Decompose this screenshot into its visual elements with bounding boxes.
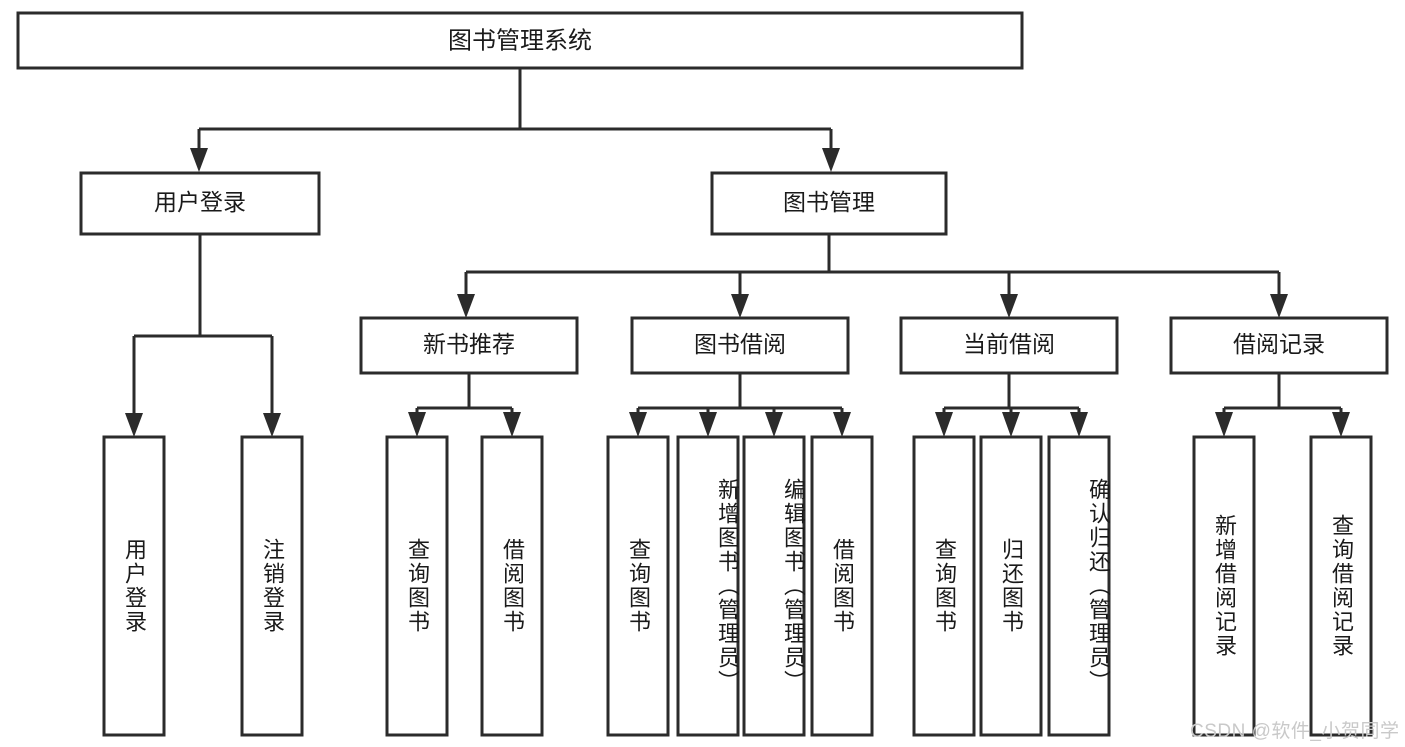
new-book-recommend-label: 新书推荐 [423, 331, 515, 357]
arrow-head-to-new-book [457, 294, 475, 318]
root-box[interactable] [16, 11, 1024, 70]
book-borrow-box[interactable] [630, 316, 850, 375]
book-manage-label: 图书管理 [783, 189, 875, 215]
leaf-box-current-borrow-1[interactable] [912, 435, 976, 737]
node-borrow-record[interactable]: 借阅记录 [1169, 316, 1389, 375]
arrow-head-user-login-leaf-1 [125, 413, 143, 437]
leaf-box-new-book-1[interactable] [385, 435, 449, 737]
user-login-label: 用户登录 [154, 189, 246, 215]
current-borrow-box[interactable] [899, 316, 1119, 375]
node-new-book-recommend[interactable]: 新书推荐 [359, 316, 579, 375]
leaf-box-book-borrow-3[interactable] [742, 435, 806, 737]
arrow-head-new-book-leaf-2 [503, 412, 521, 437]
arrow-head-to-borrow-record [1270, 294, 1288, 318]
csdn-watermark: CSDN @软件_小贺同学 [1190, 721, 1400, 742]
leaf-box-user-login-2[interactable] [240, 435, 304, 737]
arrow-head-book-borrow-leaf-2 [699, 412, 717, 437]
leaf-box-book-borrow-1[interactable] [606, 435, 670, 737]
leaf-box-borrow-record-1[interactable] [1192, 435, 1256, 737]
arrow-head-to-user-login [190, 148, 208, 172]
arrow-head-to-book-borrow [731, 294, 749, 318]
arrow-head-current-borrow-leaf-2 [1002, 412, 1020, 437]
arrow-head-new-book-leaf-1 [408, 412, 426, 437]
book-borrow-label: 图书借阅 [694, 331, 786, 357]
node-root[interactable]: 图书管理系统 [16, 11, 1024, 70]
connector-borrow-record-to-leaves [1215, 373, 1350, 437]
leaf-box-user-login-1[interactable] [102, 435, 166, 737]
root-box-label: 图书管理系统 [448, 27, 592, 54]
leaf-box-current-borrow-3[interactable] [1047, 435, 1111, 737]
leaf-box-book-borrow-2[interactable] [676, 435, 740, 737]
node-current-borrow[interactable]: 当前借阅 [899, 316, 1119, 375]
borrow-record-box[interactable] [1169, 316, 1389, 375]
arrow-head-current-borrow-leaf-1 [935, 412, 953, 437]
connector-book-manage-to-level3 [457, 234, 1288, 318]
leaf-box-new-book-2[interactable] [480, 435, 544, 737]
connector-book-borrow-to-leaves [629, 373, 851, 437]
arrow-head-book-borrow-leaf-1 [629, 412, 647, 437]
arrow-head-borrow-record-leaf-1 [1215, 412, 1233, 437]
node-user-login[interactable]: 用户登录 [79, 171, 321, 236]
arrow-head-to-current-borrow [1000, 294, 1018, 318]
book-manage-box[interactable] [710, 171, 948, 236]
current-borrow-label: 当前借阅 [963, 331, 1055, 357]
new-book-recommend-box[interactable] [359, 316, 579, 375]
connector-root-to-level2 [190, 68, 840, 172]
node-book-manage[interactable]: 图书管理 [710, 171, 948, 236]
arrow-head-current-borrow-leaf-3 [1070, 412, 1088, 437]
arrow-head-book-borrow-leaf-3 [765, 412, 783, 437]
arrow-head-user-login-leaf-2 [263, 413, 281, 437]
node-book-borrow[interactable]: 图书借阅 [630, 316, 850, 375]
leaf-box-borrow-record-2[interactable] [1309, 435, 1373, 737]
leaf-box-book-borrow-4[interactable] [810, 435, 874, 737]
borrow-record-label: 借阅记录 [1233, 331, 1325, 357]
arrow-head-borrow-record-leaf-2 [1332, 412, 1350, 437]
connector-new-book-to-leaves [408, 373, 521, 437]
arrow-head-to-book-manage [822, 148, 840, 172]
leaf-box-current-borrow-2[interactable] [979, 435, 1043, 737]
connector-user-login-to-leaves [125, 234, 281, 437]
arrow-head-book-borrow-leaf-4 [833, 412, 851, 437]
connector-current-borrow-to-leaves [935, 373, 1088, 437]
